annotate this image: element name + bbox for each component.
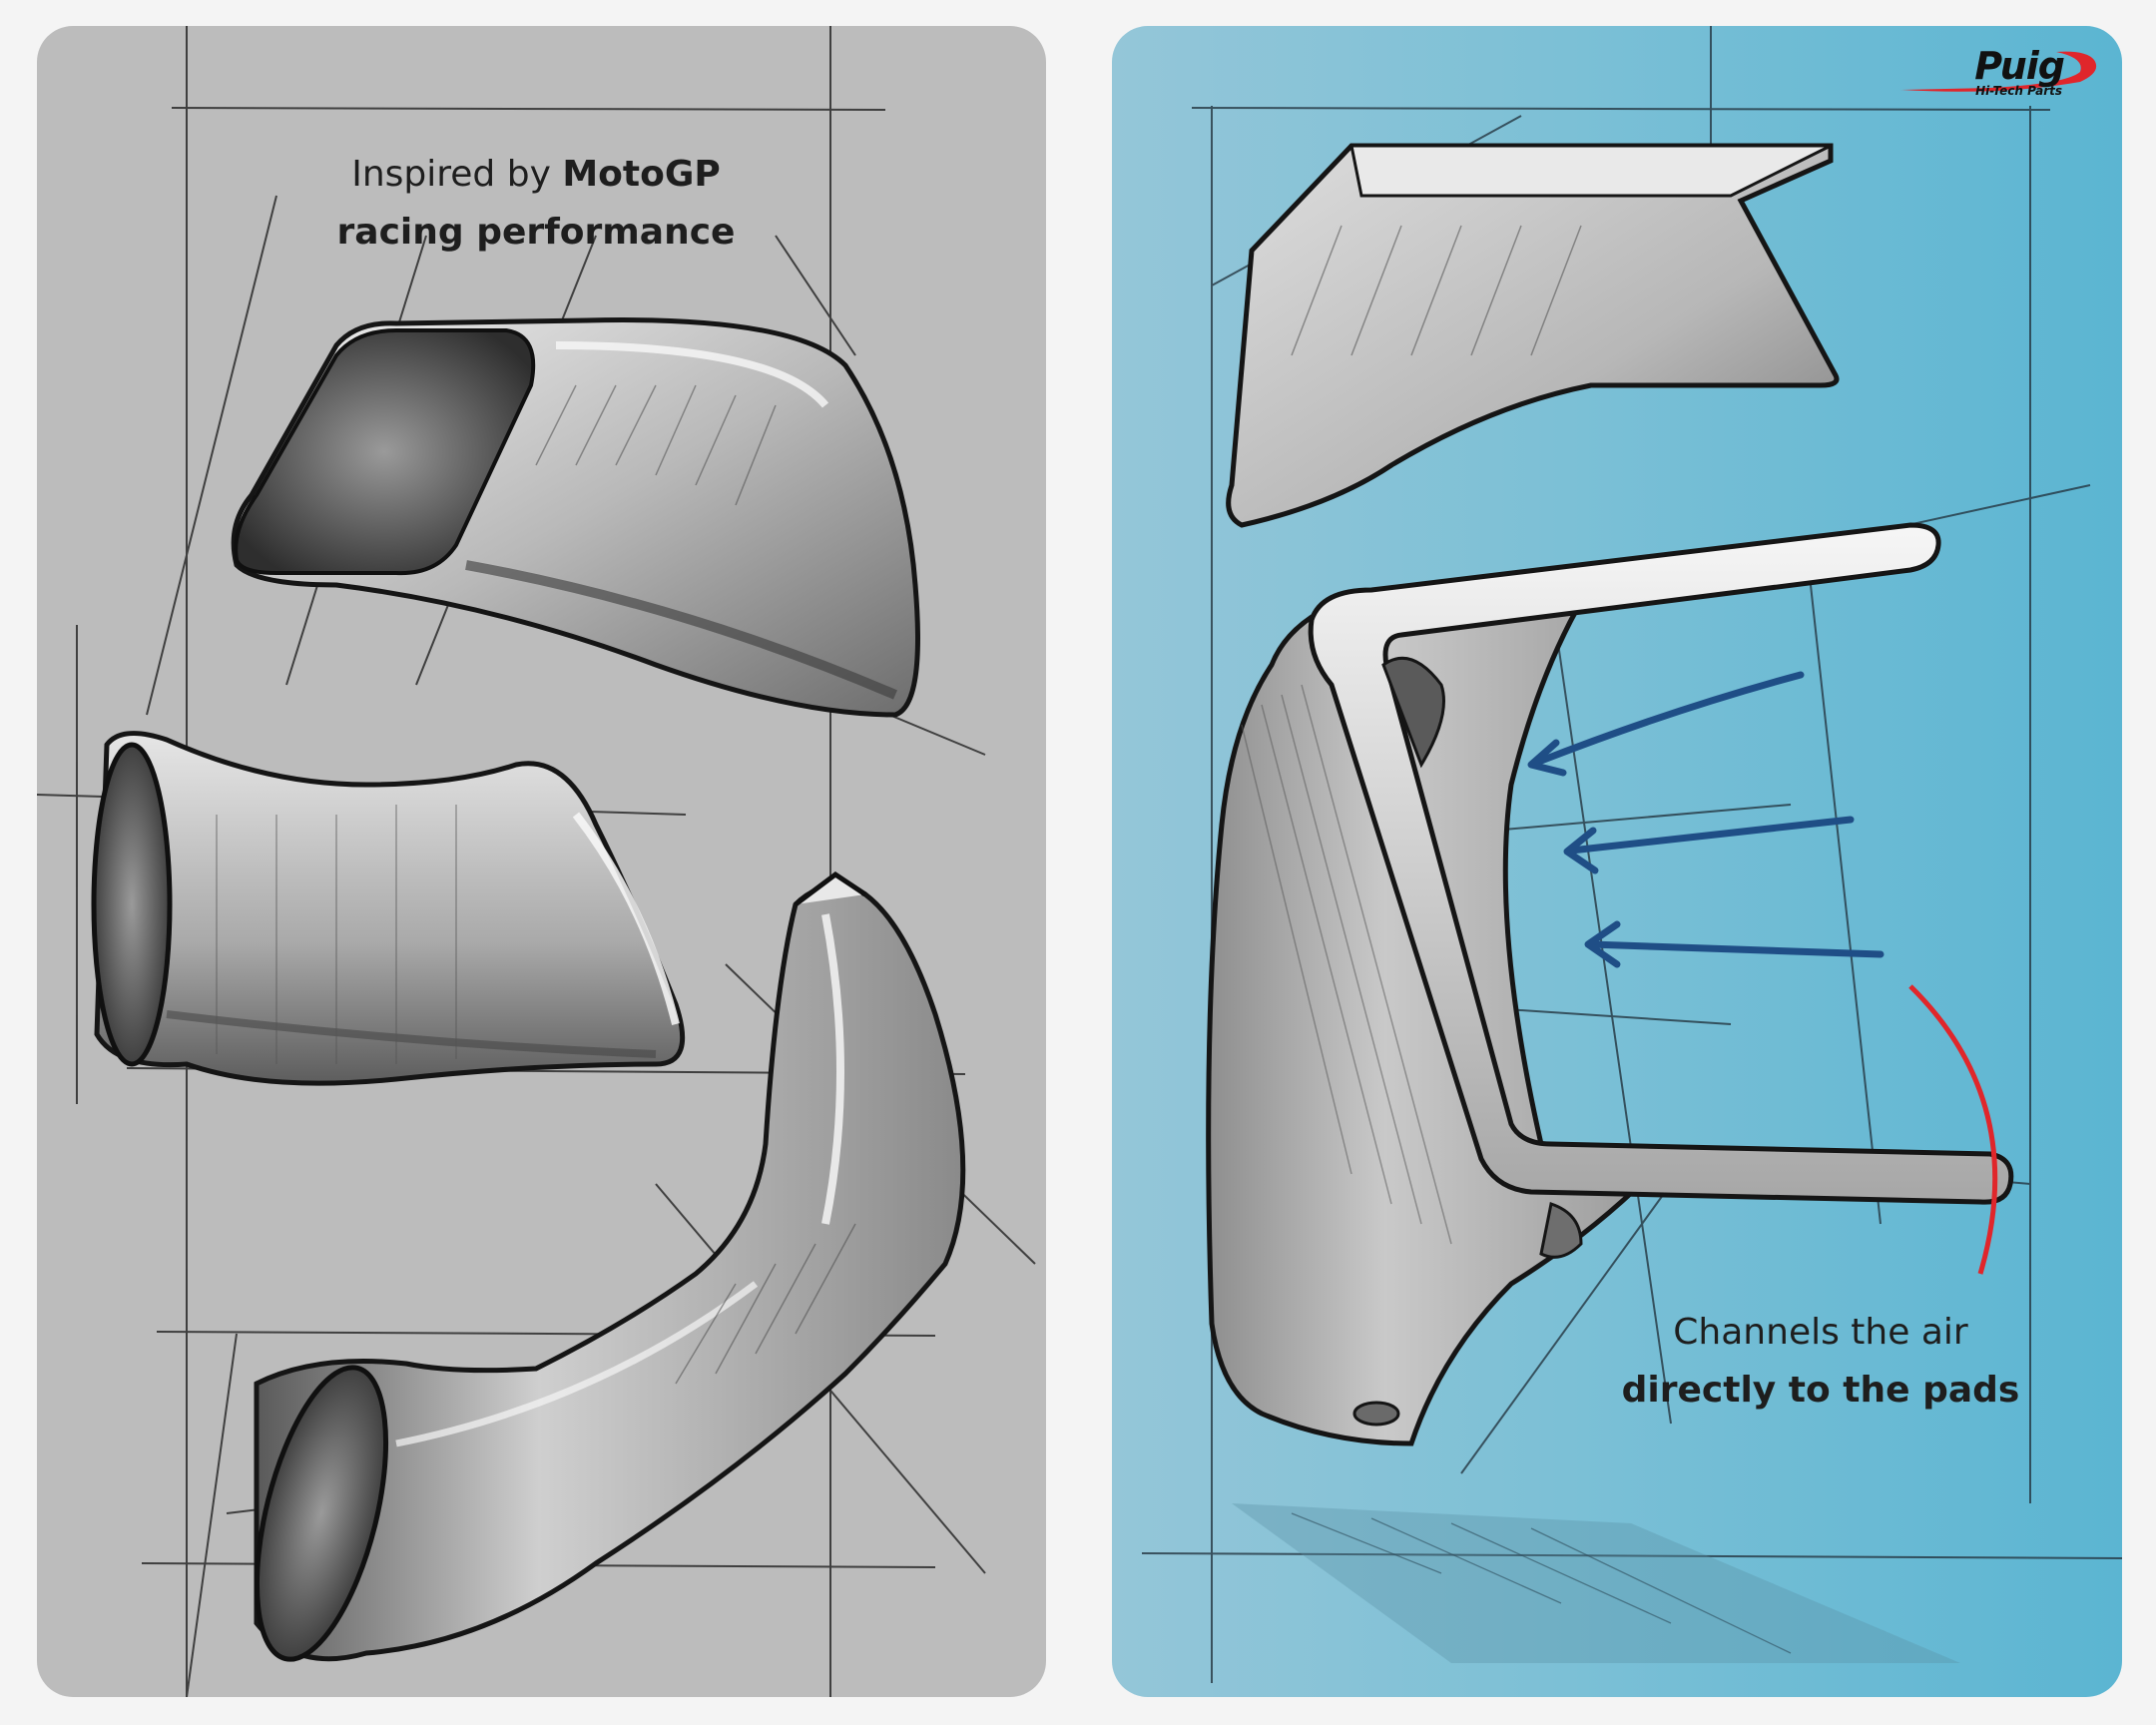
left-caption-bold-1: MotoGP bbox=[562, 154, 721, 195]
right-caption-line-1: Channels the air bbox=[1673, 1312, 1968, 1353]
airflow-arrow-2 bbox=[1567, 816, 1855, 855]
airflow-arrow-1-head bbox=[1527, 739, 1567, 777]
left-caption: Inspired by MotoGP racing performance bbox=[197, 146, 875, 262]
middle-duct-shape bbox=[91, 731, 686, 1086]
right-caption-bold: directly to the pads bbox=[1621, 1370, 2020, 1411]
left-caption-regular: Inspired by bbox=[351, 154, 563, 195]
top-deflector-shape bbox=[1226, 143, 1840, 528]
airflow-arrows bbox=[1527, 671, 1885, 968]
left-caption-bold-2: racing performance bbox=[336, 212, 736, 253]
main-deflector-shape bbox=[1206, 522, 2014, 1446]
top-duct-shape bbox=[231, 317, 920, 718]
right-sketch-panel: Puig Hi-Tech Parts Channels the air dire… bbox=[1112, 26, 2122, 1697]
left-caption-line-2: racing performance bbox=[197, 204, 875, 262]
ground-shadow bbox=[1232, 1503, 1960, 1663]
left-sketch-illustration bbox=[37, 26, 1036, 1697]
right-caption-line-2: directly to the pads bbox=[1581, 1362, 2060, 1420]
airflow-arrow-1 bbox=[1532, 671, 1805, 767]
brand-swoosh-icon bbox=[1900, 51, 2097, 92]
brand-logo: Puig Hi-Tech Parts bbox=[1881, 42, 2100, 102]
airflow-arrow-3-head bbox=[1584, 920, 1621, 968]
left-caption-line-1: Inspired by MotoGP bbox=[197, 146, 875, 204]
airflow-arrow-3 bbox=[1587, 940, 1885, 958]
airflow-arrow-2-head bbox=[1563, 827, 1599, 874]
right-sketch-illustration bbox=[1141, 26, 2122, 1683]
right-caption: Channels the air directly to the pads bbox=[1581, 1304, 2060, 1420]
red-accent-arc bbox=[1908, 984, 1998, 1275]
brand-tagline: Hi-Tech Parts bbox=[1975, 84, 2062, 98]
brand-name: Puig bbox=[1974, 44, 2065, 88]
left-sketch-panel: Inspired by MotoGP racing performance bbox=[37, 26, 1046, 1697]
lower-duct-shape bbox=[254, 870, 966, 1662]
